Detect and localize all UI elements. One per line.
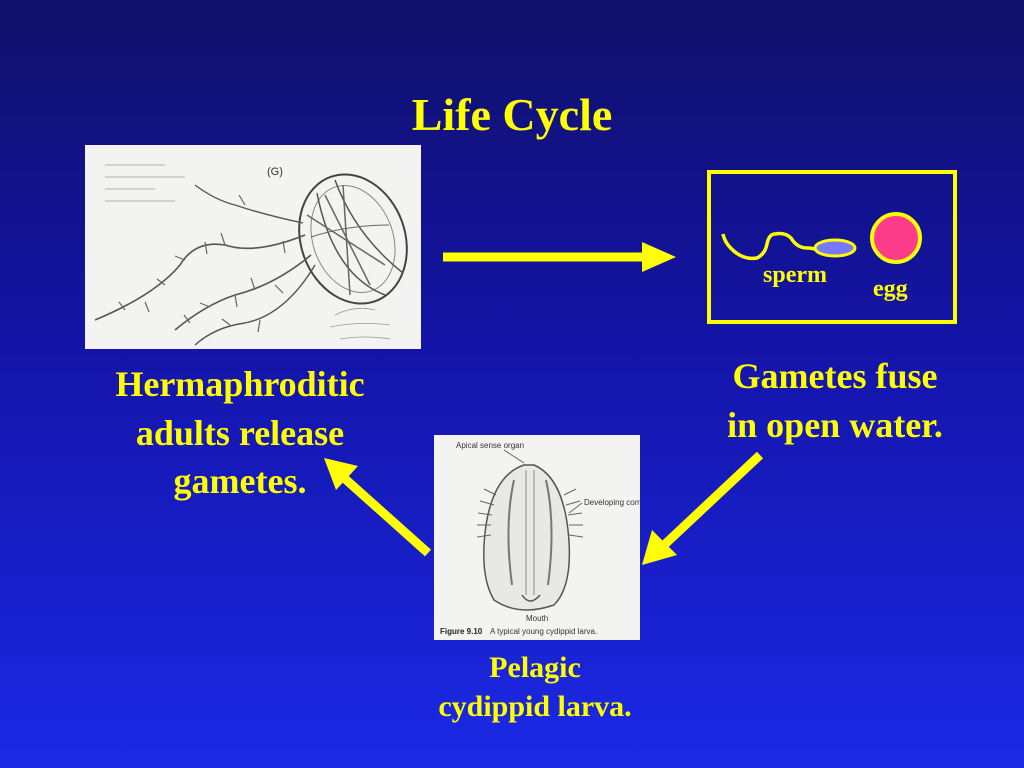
egg-label: egg xyxy=(873,276,908,302)
arrow-larva-to-adults xyxy=(324,458,431,557)
sperm-head xyxy=(813,238,857,258)
label-developing-comb-rows: Developing comb rows xyxy=(584,498,640,507)
egg-cell xyxy=(870,212,922,264)
fusion-caption: Gametes fuse in open water. xyxy=(727,356,943,445)
arrow-adults-to-gametes xyxy=(443,242,676,272)
adults-caption: Hermaphroditic adults release gametes. xyxy=(115,364,365,502)
adult-ctenophore-image: (G) xyxy=(85,145,421,349)
panel-label: (G) xyxy=(267,166,283,178)
slide-title: Life Cycle xyxy=(411,89,613,140)
arrow-gametes-to-larva xyxy=(642,451,764,565)
label-apical-sense-organ: Apical sense organ xyxy=(456,441,524,450)
larva-caption: Pelagic cydippid larva. xyxy=(438,651,632,723)
figure-number: Figure 9.10 xyxy=(440,627,483,636)
cydippid-larva-image: Apical sense organ Developing comb rows … xyxy=(434,435,640,640)
figure-caption: A typical young cydippid larva. xyxy=(490,627,597,636)
sperm-tail xyxy=(721,231,818,261)
label-mouth: Mouth xyxy=(526,614,548,623)
sperm-label: sperm xyxy=(763,262,827,288)
gametes-box: sperm egg xyxy=(707,170,957,324)
